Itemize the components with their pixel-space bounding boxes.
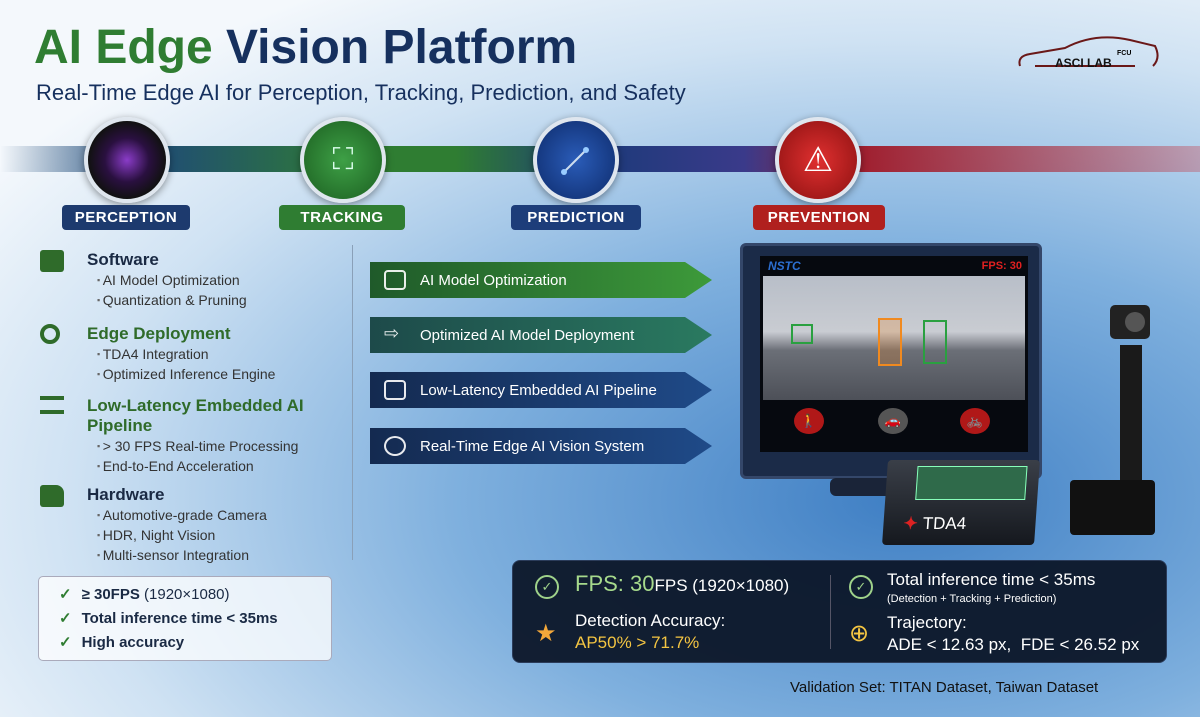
camera-mount	[1065, 305, 1160, 540]
stage-prediction: PREDICTION	[511, 205, 641, 230]
list-item: Automotive-grade Camera	[97, 505, 340, 525]
validation-text: Validation Set: TITAN Dataset, Taiwan Da…	[790, 679, 1099, 696]
device-name: TDA4	[922, 514, 967, 533]
nstc-logo: NSTC	[768, 259, 801, 273]
fps-metric: FPS: 30FPS (1920×1080)	[575, 571, 789, 597]
cycle-icon	[40, 324, 60, 344]
fps-res: (1920×1080)	[139, 586, 230, 603]
stage-tracking: TRACKING	[279, 205, 405, 230]
ti-logo-icon: ✦	[902, 514, 919, 533]
detection-box	[923, 320, 947, 364]
pedestrian-icon: 🚶	[794, 408, 824, 434]
monitor-screen: NSTC FPS: 30 🚶 🚗 🚲	[760, 256, 1028, 452]
fps-unit: FPS (1920×1080)	[654, 576, 790, 595]
summary-inference: ✓ Total inference time < 35ms	[59, 607, 331, 631]
divider	[830, 575, 831, 649]
check-circle-icon: ✓	[535, 575, 559, 599]
inference-text: Total inference time < 35ms	[81, 610, 278, 627]
asci-lab-logo: ASCI LAB FCU	[1015, 28, 1160, 74]
list-item: HDR, Night Vision	[97, 525, 340, 545]
inference-note: (Detection + Tracking + Prediction)	[887, 593, 1057, 605]
car-outline-icon	[1018, 36, 1159, 67]
pipeline-step-3: Low-Latency Embedded AI Pipeline	[370, 372, 712, 408]
logo-text: ASCI LAB	[1055, 56, 1112, 70]
clock-icon	[384, 436, 406, 456]
section-software: SoftwareAI Model OptimizationQuantizatio…	[40, 250, 340, 310]
circuit-board	[915, 466, 1028, 500]
person-tracking-icon: ⛶	[300, 117, 386, 203]
accuracy-label: Detection Accuracy:	[575, 611, 726, 630]
check-icon: ✓	[59, 610, 72, 627]
star-icon: ★	[535, 620, 557, 647]
fps-label: FPS: 30	[575, 571, 655, 596]
section-title: Edge Deployment	[87, 324, 231, 343]
monitor-stand	[830, 478, 900, 496]
stage-perception: PERCEPTION	[62, 205, 190, 230]
layers-icon	[40, 396, 64, 414]
section-pipeline: Low-Latency Embedded AI Pipeline> 30 FPS…	[40, 396, 350, 476]
chip-icon	[384, 380, 406, 400]
camera-lens-icon	[84, 117, 170, 203]
accuracy-text: High accuracy	[81, 634, 185, 651]
list-item: > 30 FPS Real-time Processing	[97, 436, 350, 456]
fps-readout: FPS: 30	[981, 260, 1022, 272]
step-label: Optimized AI Model Deployment	[420, 326, 635, 344]
stage-prevention: PREVENTION	[753, 205, 885, 230]
list-item: Quantization & Pruning	[97, 290, 340, 310]
list-item: End-to-End Acceleration	[97, 456, 350, 476]
summary-fps: ✓ ≥ 30FPS (1920×1080)	[59, 583, 331, 607]
subtitle: Real-Time Edge AI for Perception, Tracki…	[36, 80, 686, 105]
pipeline-step-4: Real-Time Edge AI Vision System	[370, 428, 712, 464]
street-scene-image	[763, 276, 1025, 400]
tda4-label: ✦TDA4	[903, 514, 967, 534]
step-label: AI Model Optimization	[420, 271, 567, 289]
section-edge-deployment: Edge DeploymentTDA4 IntegrationOptimized…	[40, 324, 340, 384]
section-hardware: HardwareAutomotive-grade CameraHDR, Nigh…	[40, 485, 340, 565]
section-title: Hardware	[87, 485, 165, 504]
trajectory-value: ADE < 12.63 px, FDE < 26.52 px	[887, 635, 1140, 654]
step-label: Low-Latency Embedded AI Pipeline	[420, 381, 657, 399]
trajectory-label: Trajectory:	[887, 613, 967, 632]
check-circle-icon: ✓	[849, 575, 873, 599]
detection-box	[878, 318, 902, 366]
divider	[352, 245, 353, 560]
title-rest: Vision Platform	[212, 21, 578, 74]
pipeline-step-1: AI Model Optimization	[370, 262, 712, 298]
crosshair-icon: ⊕	[849, 620, 870, 647]
check-icon: ✓	[59, 586, 72, 603]
detection-box	[791, 324, 813, 344]
fps-bold: ≥ 30FPS	[81, 586, 140, 603]
camera-icon	[40, 485, 64, 507]
warning-icon: ⚠	[775, 117, 861, 203]
metrics-panel: ✓ FPS: 30FPS (1920×1080) ★ Detection Acc…	[512, 560, 1167, 663]
pipeline-step-2: ⇨ Optimized AI Model Deployment	[370, 317, 712, 353]
bicycle-icon: 🚲	[960, 408, 990, 434]
vehicle-icon: 🚗	[878, 408, 908, 434]
inference-label: Total inference time < 35ms	[887, 570, 1096, 589]
list-item: TDA4 Integration	[97, 344, 340, 364]
summary-accuracy: ✓ High accuracy	[59, 631, 331, 655]
title-green: AI Edge	[34, 21, 213, 74]
tda4-board: ✦TDA4	[882, 460, 1040, 545]
step-label: Real-Time Edge AI Vision System	[420, 437, 645, 455]
section-title: Low-Latency Embedded AI Pipeline	[87, 396, 304, 435]
page-title: AI Edge Vision Platform	[34, 20, 577, 75]
brain-icon	[384, 270, 406, 290]
section-title: Software	[87, 250, 159, 269]
box-icon	[40, 250, 64, 272]
monitor: NSTC FPS: 30 🚶 🚗 🚲	[740, 243, 1042, 479]
accuracy-value: AP50% > 71.7%	[575, 633, 700, 652]
logo-sub: FCU	[1117, 50, 1132, 57]
arrow-right-icon: ⇨	[384, 323, 400, 343]
check-icon: ✓	[59, 634, 72, 651]
list-item: Optimized Inference Engine	[97, 364, 340, 384]
list-item: Multi-sensor Integration	[97, 545, 340, 565]
list-item: AI Model Optimization	[97, 270, 340, 290]
summary-box: ✓ ≥ 30FPS (1920×1080) ✓ Total inference ti…	[38, 576, 332, 661]
trajectory-icon	[533, 117, 619, 203]
